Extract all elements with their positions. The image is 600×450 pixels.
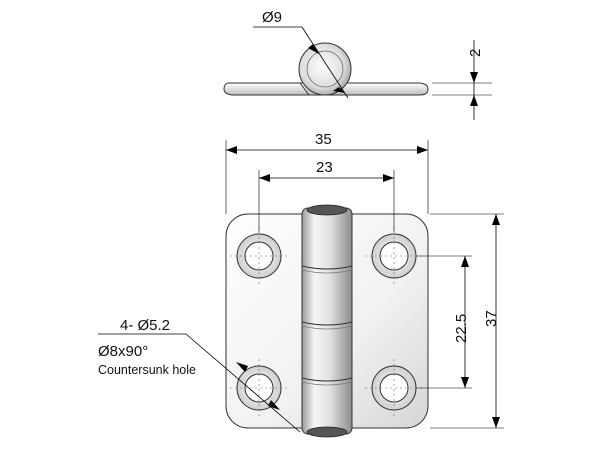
hole-note-arrow-1: [236, 362, 248, 372]
hole-note-arrow-2: [268, 400, 280, 410]
countersunk-hole-bottom-left: [236, 365, 282, 411]
pin-diameter-arrow: [308, 44, 319, 54]
top-view-pin: [306, 50, 344, 88]
hole-note-leader: [185, 333, 301, 433]
countersunk-hole-bottom-right: [371, 365, 417, 411]
hole-spacing-vertical-label: 22.5: [453, 314, 470, 343]
top-view: Ø9 2: [223, 9, 492, 120]
hinge-barrel: [301, 204, 353, 438]
countersunk-hole-top-left: [236, 233, 282, 279]
hole-note-line1: 4- Ø5.2: [120, 317, 170, 334]
countersunk-hole-top-right: [371, 233, 417, 279]
pin-diameter-label: Ø9: [262, 9, 282, 26]
overall-width-label: 35: [315, 131, 332, 148]
front-view: 35 23 22.5 37 4- Ø5.2 Ø8x90° Countersunk…: [98, 131, 504, 438]
hole-note-line2: Ø8x90°: [98, 343, 148, 360]
thickness-label: 2: [467, 49, 484, 57]
hole-spacing-horizontal-label: 23: [316, 159, 333, 176]
hole-note-line3: Countersunk hole: [98, 363, 196, 377]
overall-height-label: 37: [483, 310, 500, 327]
